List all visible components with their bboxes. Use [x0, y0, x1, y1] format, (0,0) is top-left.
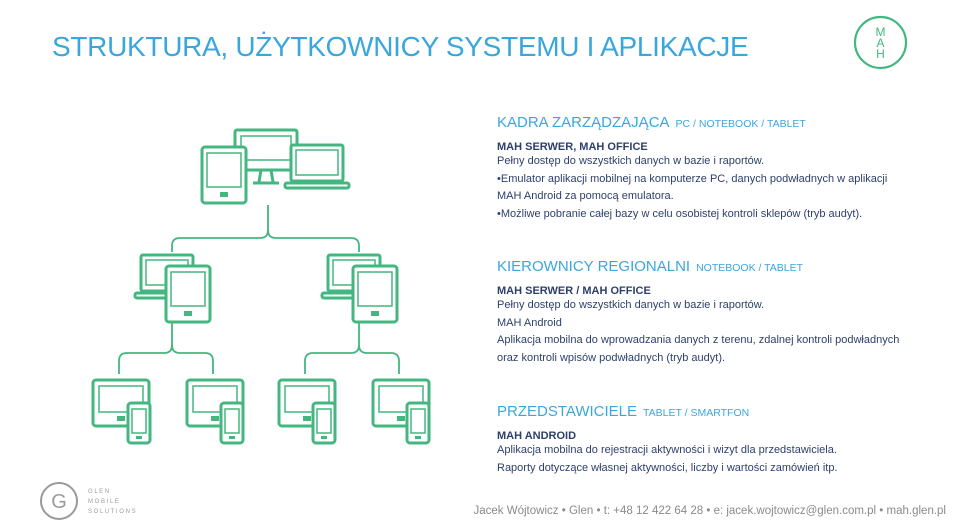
logo-letter-m: M [876, 25, 886, 39]
section-product: MAH SERWER, MAH OFFICE [497, 141, 648, 153]
logo-letter-h: H [876, 47, 885, 61]
section-line: MAH Android za pomocą emulatora. [497, 190, 674, 202]
section-subtitle: TABLET / SMARTFON [643, 407, 750, 419]
section-subtitle: PC / NOTEBOOK / TABLET [675, 118, 806, 130]
smartphone-icon [311, 401, 337, 445]
tablet-icon [164, 264, 212, 324]
glen-logo-line1: G L E N [88, 489, 109, 495]
tablet-icon [351, 264, 399, 324]
glen-logo-letter: G [51, 491, 67, 513]
footer-email[interactable]: e: jacek.wojtowicz@glen.com.pl [713, 505, 877, 517]
section-representatives: PRZEDSTAWICIELE TABLET / SMARTFON MAH AND… [497, 403, 937, 477]
section-line: Pełny dostęp do wszystkich danych w bazi… [497, 299, 765, 311]
smartphone-icon [405, 401, 431, 445]
section-title: KADRA ZARZĄDZAJĄCA [497, 114, 670, 131]
section-line: •Emulator aplikacji mobilnej na komputer… [497, 172, 888, 185]
footer-separator: • [706, 505, 711, 517]
smartphone-icon [219, 401, 245, 445]
section-regional-managers: KIEROWNICY REGIONALNI NOTEBOOK / TABLET M… [497, 258, 937, 367]
glen-logo: G G L E N M O B I L E S O L U T I O N S [40, 482, 136, 520]
footer-name: Jacek Wójtowicz [473, 505, 559, 517]
smartphone-icon [126, 401, 152, 445]
tablet-icon [200, 145, 248, 205]
footer-contact: Jacek Wójtowicz • Glen • t: +48 12 422 6… [474, 505, 946, 517]
section-line: Raporty dotyczące własnej aktywności, li… [497, 461, 838, 474]
page-title: STRUKTURA, UŻYTKOWNICY SYSTEMU I APLIKAC… [52, 31, 749, 62]
section-title: PRZEDSTAWICIELE [497, 403, 638, 420]
section-management: KADRA ZARZĄDZAJĄCA PC / NOTEBOOK / TABLET… [497, 114, 937, 223]
footer-separator: • [596, 505, 601, 517]
mah-logo: M A H [853, 15, 908, 70]
footer-website[interactable]: mah.glen.pl [886, 505, 946, 517]
section-product: MAH ANDROID [497, 430, 577, 442]
section-line: Aplikacja mobilna do rejestracji aktywno… [497, 444, 837, 456]
footer-separator: • [561, 505, 566, 517]
section-line: Aplikacja mobilna do wprowadzania danych… [497, 334, 900, 346]
footer-separator: • [879, 505, 884, 517]
section-line: •Możliwe pobranie całej bazy w celu osob… [497, 207, 863, 220]
footer-phone: t: +48 12 422 64 28 [603, 505, 704, 517]
glen-logo-line2: M O B I L E [88, 499, 119, 505]
section-header: KIEROWNICY REGIONALNI NOTEBOOK / TABLET [497, 258, 937, 276]
glen-logo-line3: S O L U T I O N S [88, 509, 136, 515]
section-product: MAH SERWER / MAH OFFICE [497, 285, 651, 297]
footer-company: Glen [568, 505, 594, 517]
section-title: KIEROWNICY REGIONALNI [497, 258, 691, 275]
laptop-icon [283, 143, 351, 190]
section-header: KADRA ZARZĄDZAJĄCA PC / NOTEBOOK / TABLET [497, 114, 937, 132]
section-line: oraz kontroli wpisów podwładnych (tryb a… [497, 351, 726, 364]
logo-letter-a: A [876, 36, 884, 50]
section-line: Pełny dostęp do wszystkich danych w bazi… [497, 155, 765, 167]
section-line: MAH Android [497, 316, 562, 329]
section-header: PRZEDSTAWICIELE TABLET / SMARTFON [497, 403, 937, 421]
section-subtitle: NOTEBOOK / TABLET [696, 262, 804, 274]
